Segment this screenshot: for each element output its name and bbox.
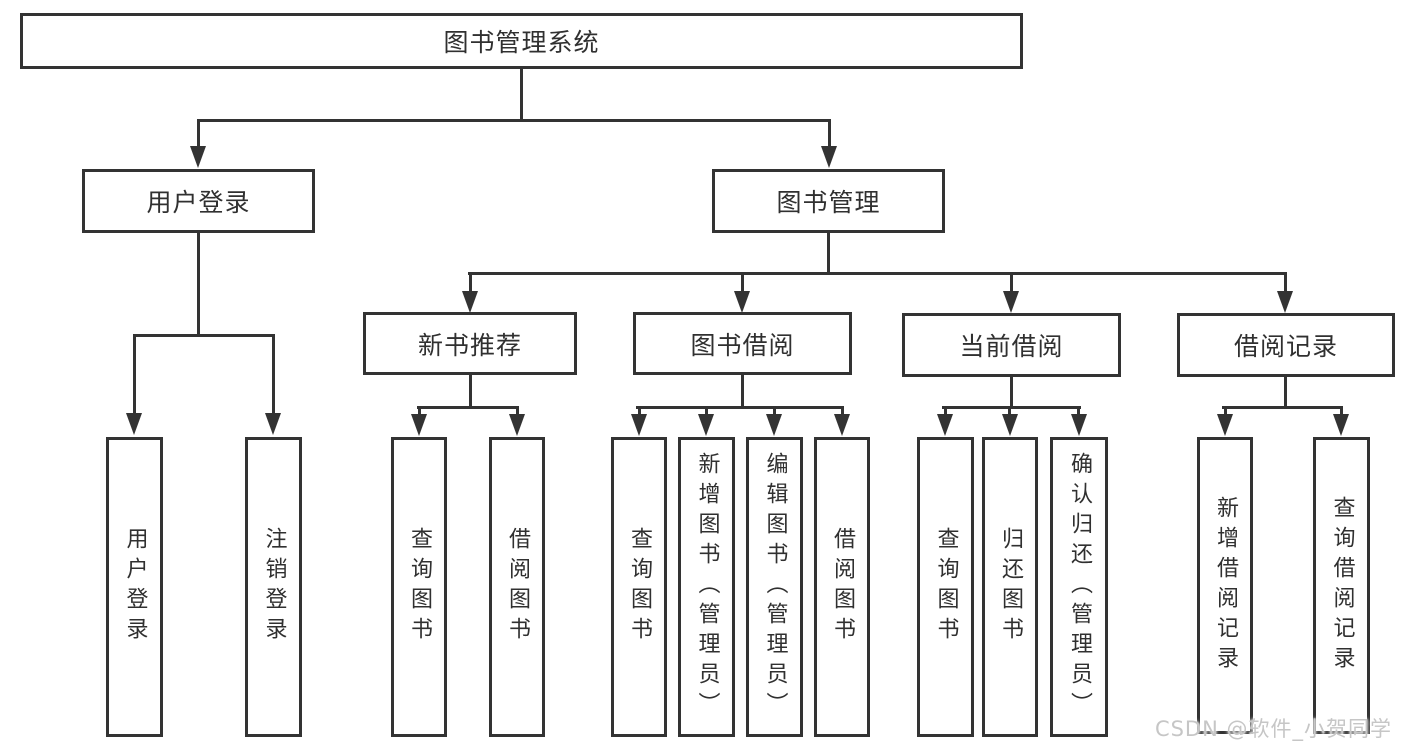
arrowhead-icon — [1003, 291, 1019, 313]
node-current-borrow: 当前借阅 — [902, 313, 1121, 377]
arrowhead-icon — [834, 414, 850, 436]
arrowhead-icon — [190, 146, 206, 168]
connector-root-vertical — [520, 68, 523, 122]
connector-user-login-shaft — [197, 119, 200, 150]
connector-user-login-children-horizontal — [133, 334, 275, 337]
node-new-book-recommend: 新书推荐 — [363, 312, 577, 375]
node-records-add-record-label: 新增借阅记录 — [1213, 495, 1238, 676]
node-records-query-record: 查询借阅记录 — [1313, 437, 1370, 734]
connector-borrow-records-vertical — [1284, 377, 1287, 408]
connector-book-management-vertical — [827, 233, 830, 274]
node-current-confirm-return: 确认归还（管理员） — [1050, 437, 1108, 737]
node-recommend-borrow-books: 借阅图书 — [489, 437, 545, 737]
connector-shaft — [944, 406, 947, 418]
connector-new-book-recommend-shaft — [469, 272, 472, 296]
node-current-return-books: 归还图书 — [982, 437, 1038, 737]
node-borrow-borrow-books: 借阅图书 — [814, 437, 870, 737]
node-records-query-record-label: 查询借阅记录 — [1329, 495, 1355, 676]
node-login: 用户登录 — [106, 437, 163, 737]
connector-shaft — [705, 406, 708, 418]
node-logout-label: 注销登录 — [261, 527, 287, 647]
arrowhead-icon — [411, 414, 427, 436]
connector-recommend-children-horizontal — [417, 406, 519, 409]
connector-shaft — [418, 406, 421, 418]
node-borrow-add-books-label: 新增图书（管理员） — [694, 452, 720, 722]
connector-login-shaft — [133, 334, 136, 418]
connector-shaft — [841, 406, 844, 418]
connector-shaft — [1224, 406, 1227, 418]
connector-logout-shaft — [272, 334, 275, 418]
connector-user-login-vertical — [197, 233, 200, 336]
arrowhead-icon — [734, 291, 750, 313]
arrowhead-icon — [1217, 414, 1233, 436]
connector-current-borrow-children-horizontal — [942, 406, 1081, 409]
node-new-book-recommend-label: 新书推荐 — [417, 330, 522, 360]
node-book-management-label: 图书管理 — [776, 188, 881, 217]
watermark: CSDN @软件_小贺同学 — [1154, 717, 1392, 741]
arrowhead-icon — [1333, 414, 1349, 436]
arrowhead-icon — [1071, 414, 1087, 436]
arrowhead-icon — [766, 414, 782, 436]
node-current-borrow-label: 当前借阅 — [959, 332, 1064, 361]
node-borrow-query-books-label: 查询图书 — [627, 527, 652, 647]
connector-current-borrow-shaft — [1010, 272, 1013, 296]
connector-shaft — [1077, 406, 1080, 418]
arrowhead-icon — [126, 413, 142, 435]
arrowhead-icon — [509, 414, 525, 436]
node-borrow-records: 借阅记录 — [1177, 313, 1395, 377]
node-borrow-query-books: 查询图书 — [611, 437, 667, 737]
node-records-add-record: 新增借阅记录 — [1197, 437, 1253, 734]
node-borrow-add-books: 新增图书（管理员） — [678, 437, 735, 737]
connector-book-borrow-shaft — [741, 272, 744, 296]
arrowhead-icon — [937, 414, 953, 436]
node-borrow-borrow-books-label: 借阅图书 — [830, 527, 855, 647]
arrowhead-icon — [462, 291, 478, 313]
node-root-label: 图书管理系统 — [443, 28, 600, 57]
node-current-query-books: 查询图书 — [917, 437, 974, 737]
node-borrow-edit-books: 编辑图书（管理员） — [746, 437, 803, 737]
connector-shaft — [1340, 406, 1343, 418]
node-current-return-books-label: 归还图书 — [998, 527, 1023, 647]
node-login-label: 用户登录 — [122, 527, 148, 647]
connector-book-management-shaft — [828, 119, 831, 150]
arrowhead-icon — [265, 413, 281, 435]
node-root: 图书管理系统 — [20, 13, 1023, 69]
node-logout: 注销登录 — [245, 437, 302, 737]
node-recommend-query-books-label: 查询图书 — [407, 527, 432, 647]
arrowhead-icon — [1002, 414, 1018, 436]
arrowhead-icon — [1277, 291, 1293, 313]
arrowhead-icon — [698, 414, 714, 436]
node-book-management: 图书管理 — [712, 169, 945, 233]
connector-shaft — [516, 406, 519, 418]
connector-book-borrow-children-horizontal — [636, 406, 844, 409]
node-recommend-borrow-books-label: 借阅图书 — [505, 527, 530, 647]
connector-borrow-records-children-horizontal — [1222, 406, 1343, 409]
connector-book-borrow-vertical — [741, 375, 744, 408]
connector-borrow-records-shaft — [1284, 272, 1287, 296]
connector-level3-horizontal — [468, 272, 1287, 275]
node-book-borrow: 图书借阅 — [633, 312, 852, 375]
arrowhead-icon — [821, 146, 837, 168]
connector-recommend-vertical — [469, 375, 472, 408]
connector-current-borrow-vertical — [1010, 377, 1013, 408]
connector-shaft — [1008, 406, 1011, 418]
node-current-confirm-return-label: 确认归还（管理员） — [1067, 452, 1092, 722]
connector-shaft — [638, 406, 641, 418]
node-borrow-records-label: 借阅记录 — [1233, 332, 1338, 361]
node-current-query-books-label: 查询图书 — [933, 527, 959, 647]
node-user-login: 用户登录 — [82, 169, 315, 233]
node-book-borrow-label: 图书借阅 — [690, 330, 795, 360]
node-user-login-label: 用户登录 — [146, 188, 251, 217]
arrowhead-icon — [631, 414, 647, 436]
connector-shaft — [773, 406, 776, 418]
node-borrow-edit-books-label: 编辑图书（管理员） — [762, 452, 788, 722]
connector-level2-horizontal — [197, 119, 831, 122]
node-recommend-query-books: 查询图书 — [391, 437, 447, 737]
